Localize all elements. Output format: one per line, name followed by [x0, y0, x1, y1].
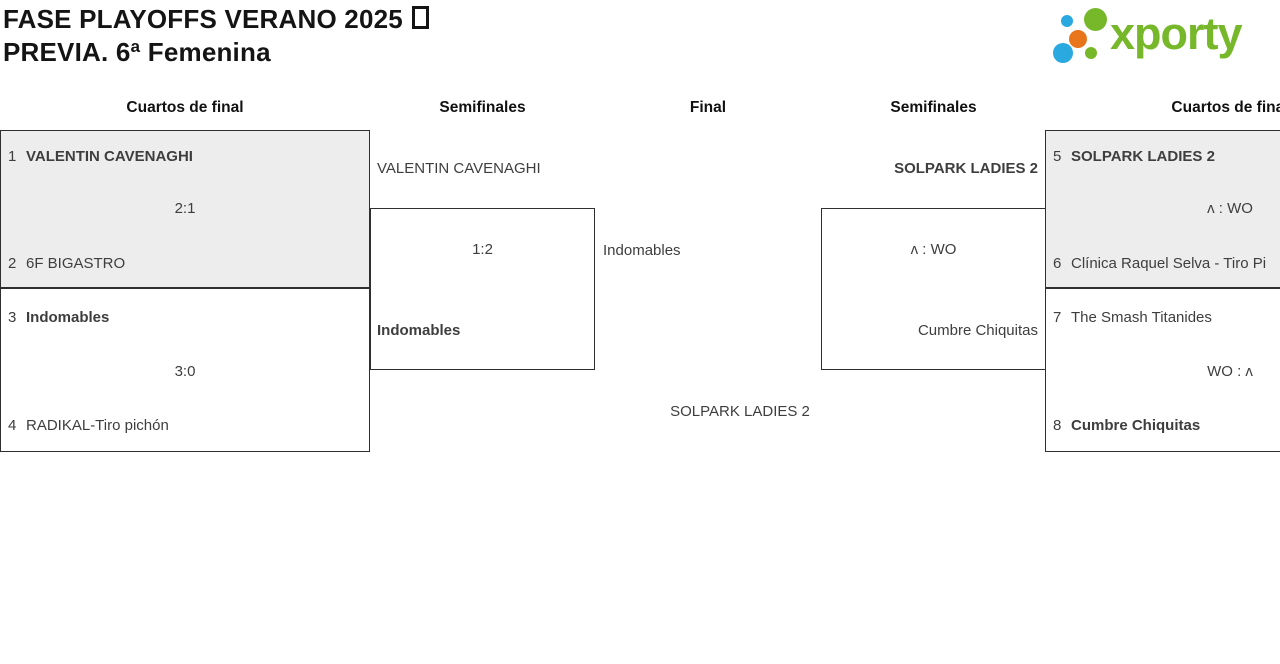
seed-number: 1: [8, 148, 17, 165]
team-row-qf4-2: 8 Cumbre Chiquitas: [1053, 417, 1200, 434]
team-row-final-1: Indomables: [603, 242, 681, 259]
team-row-sf1-1: VALENTIN CAVENAGHI: [377, 160, 541, 177]
match-box-sf1[interactable]: [370, 208, 595, 370]
seed-number: 4: [8, 417, 17, 434]
team-row-qf1-2: 2 6F BIGASTRO: [8, 255, 125, 272]
seed-number: 6: [1053, 255, 1062, 272]
team-name: RADIKAL-Tiro pichón: [26, 417, 169, 434]
team-row-qf1-1: 1 VALENTIN CAVENAGHI: [8, 148, 193, 165]
champion-label: SOLPARK LADIES 2: [670, 403, 810, 420]
seed-number: 3: [8, 309, 17, 326]
column-header-quarterfinals-right: Cuartos de final: [1171, 99, 1280, 116]
team-row-qf2-1: 3 Indomables: [8, 309, 109, 326]
match-score-sf1: 1:2: [472, 241, 493, 258]
match-score-qf3: ʌ : WO: [1207, 200, 1253, 217]
team-name: VALENTIN CAVENAGHI: [26, 148, 193, 165]
seed-number: 7: [1053, 309, 1062, 326]
logo-dot-green-small-icon: [1085, 47, 1097, 59]
team-row-sf2-2: Cumbre Chiquitas: [917, 322, 1038, 339]
team-name: SOLPARK LADIES 2: [1071, 148, 1215, 165]
match-box-qf1[interactable]: [0, 130, 370, 288]
team-name: Cumbre Chiquitas: [1071, 417, 1201, 434]
match-score-qf1: 2:1: [174, 200, 196, 217]
team-name: The Smash Titanides: [1071, 309, 1212, 326]
team-name: Clínica Raquel Selva - Tiro Pi: [1071, 255, 1267, 272]
logo-dot-blue-large-icon: [1053, 43, 1073, 63]
team-row-qf3-2: 6 Clínica Raquel Selva - Tiro Pi: [1053, 255, 1266, 272]
match-box-qf3[interactable]: [1045, 130, 1280, 288]
seed-number: 2: [8, 255, 17, 272]
column-header-semifinals-right: Semifinales: [890, 99, 977, 116]
page-title: FASE PLAYOFFS VERANO 2025 PREVIA. 6ª Fem…: [3, 3, 429, 69]
team-row-qf2-2: 4 RADIKAL-Tiro pichón: [8, 417, 169, 434]
team-name: Indomables: [26, 309, 110, 326]
missing-glyph-icon: [411, 6, 429, 29]
match-box-qf4[interactable]: [1045, 288, 1280, 452]
match-box-sf2[interactable]: [821, 208, 1046, 370]
logo-dot-blue-small-icon: [1061, 15, 1073, 27]
team-row-sf1-2: Indomables: [377, 322, 461, 339]
logo-dot-green-large-icon: [1084, 8, 1107, 31]
column-header-final: Final: [689, 99, 727, 116]
column-header-quarterfinals-left: Cuartos de final: [126, 99, 244, 116]
team-name: 6F BIGASTRO: [26, 255, 126, 272]
column-header-semifinals-left: Semifinales: [439, 99, 526, 116]
title-line-1: FASE PLAYOFFS VERANO 2025: [3, 3, 429, 36]
match-box-qf2[interactable]: [0, 288, 370, 452]
seed-number: 5: [1053, 148, 1062, 165]
title-text: FASE PLAYOFFS VERANO 2025: [3, 4, 403, 34]
match-score-qf2: 3:0: [174, 363, 196, 380]
seed-number: 8: [1053, 417, 1062, 434]
team-row-qf4-1: 7 The Smash Titanides: [1053, 309, 1212, 326]
title-line-2: PREVIA. 6ª Femenina: [3, 37, 271, 67]
logo-wordmark: xporty: [1110, 8, 1243, 59]
team-row-qf3-1: 5 SOLPARK LADIES 2: [1053, 148, 1215, 165]
match-score-sf2: ʌ : WO: [910, 241, 957, 258]
match-score-qf4: WO : ʌ: [1207, 363, 1253, 380]
logo-dot-orange-icon: [1069, 30, 1087, 48]
team-row-sf2-1: SOLPARK LADIES 2: [894, 160, 1038, 177]
